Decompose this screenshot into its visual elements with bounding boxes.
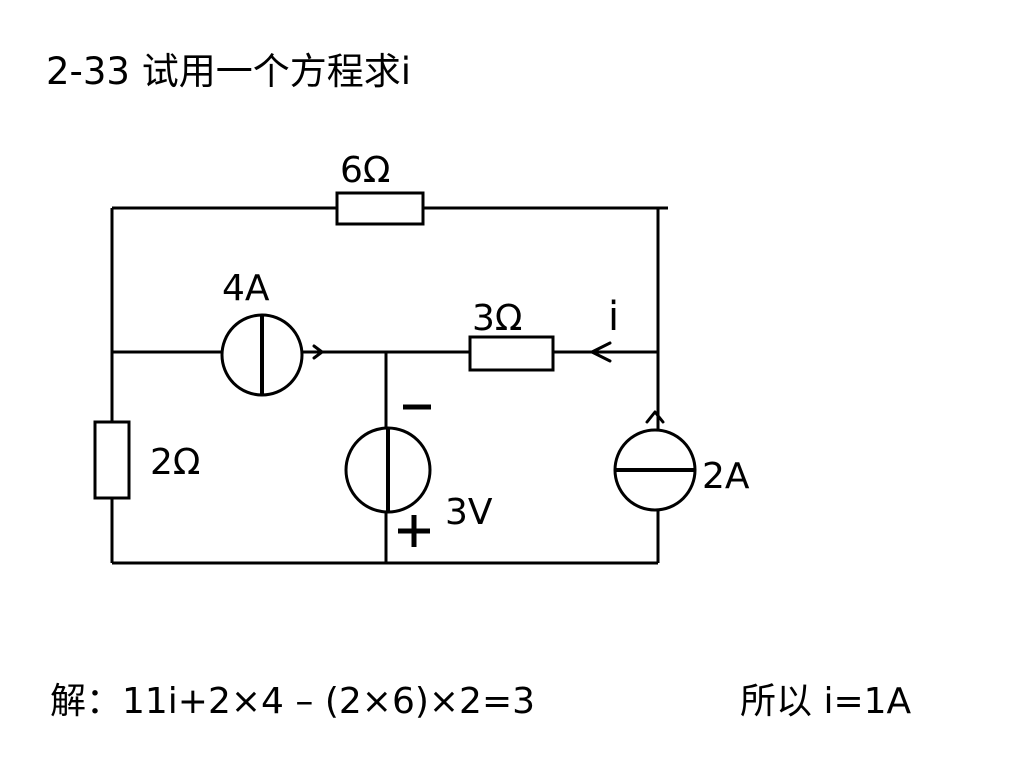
resistor-2-ohm-label: 2Ω [150, 442, 200, 483]
resistor-3-ohm-label: 3Ω [472, 298, 522, 339]
current-source-4a [220, 313, 324, 397]
current-source-2a-label: 2A [702, 456, 750, 497]
current-direction-arrow [590, 341, 612, 363]
voltage-source-3v [344, 404, 432, 547]
current-source-4a-label: 4A [222, 268, 270, 309]
conclusion-text: 所以 i=1A [740, 681, 912, 722]
voltage-source-3v-label: 3V [445, 492, 493, 533]
solution-equation: 解：11i+2×4 – (2×6)×2=3 [50, 681, 536, 722]
resistor-6-ohm [335, 191, 425, 226]
current-i-label: i [608, 294, 619, 340]
current-source-2a [613, 410, 697, 512]
resistor-2-ohm [93, 420, 131, 500]
circuit-wires [110, 206, 668, 565]
resistor-3-ohm [468, 335, 555, 372]
resistor-6-ohm-label: 6Ω [340, 150, 390, 191]
slide-title: 2-33 试用一个方程求i [46, 50, 412, 93]
